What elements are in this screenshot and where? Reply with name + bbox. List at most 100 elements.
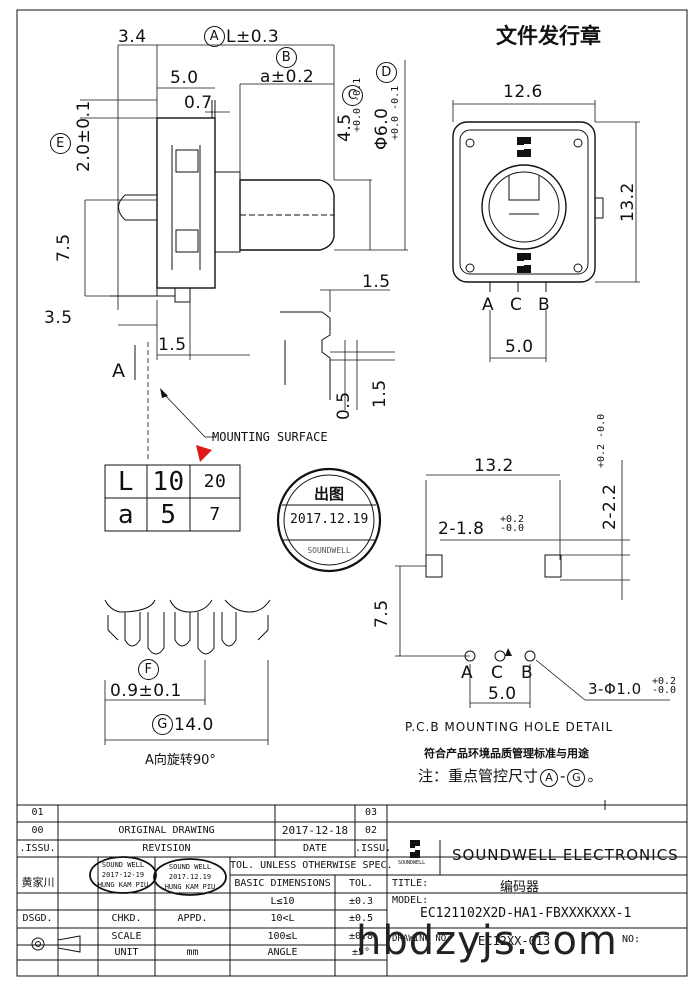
dim-7-5-side: 7.5 <box>54 233 74 262</box>
stamp2-line1: SOUND WELL <box>168 863 212 871</box>
tol-row-val: ±0.3 <box>348 896 374 907</box>
dsgd-label: DSGD. <box>22 913 53 924</box>
bottom-view <box>104 599 271 745</box>
dim-D-marker: D <box>376 62 397 83</box>
dim-13-2: 13.2 <box>618 182 638 222</box>
outer-border <box>16 9 688 977</box>
stamp1-line2: 2017-12-19 <box>101 871 145 879</box>
dim-12-6: 12.6 <box>503 82 543 102</box>
env-note: 符合产品环境品质管理标准与用途 <box>424 747 589 760</box>
tol-row-val: ±5° <box>351 947 371 958</box>
tol-label: TOL. <box>348 878 374 889</box>
tol-row-dim: ANGLE <box>267 947 298 958</box>
la-table-cell: 7 <box>209 504 221 525</box>
stamp2-line2: 2017.12.19 <box>168 873 212 881</box>
rotate-note: A向旋转90° <box>145 753 216 768</box>
pcb-dim-5-0: 5.0 <box>488 684 517 704</box>
revision-label: REVISION <box>142 843 191 854</box>
stamp2-line3: HUNG KAM PIU <box>164 883 216 891</box>
pcb-slot-v: 2-2.2 <box>600 483 620 531</box>
tol-row-dim: L≤10 <box>270 896 295 907</box>
dim-C-tol: +0.0 -0.1 <box>352 77 363 132</box>
pcb-slot-v-tol: +0.2 -0.0 <box>596 413 607 468</box>
dim-0-7: 0.7 <box>184 93 213 113</box>
unit-mm: mm <box>186 947 199 958</box>
pcb-pin-A: A <box>461 663 474 683</box>
dim-B-marker: B <box>276 47 297 68</box>
rev-issu: .ISSU. <box>19 843 56 854</box>
key-dims-dash: - <box>560 767 566 785</box>
pcb-detail-lines <box>395 460 670 708</box>
pcb-slot-tol: +0.2 -0.0 <box>500 514 525 534</box>
title-value: 编码器 <box>500 880 540 895</box>
dim-3-5: 3.5 <box>44 308 73 328</box>
front-dim-5-0: 5.0 <box>505 337 534 357</box>
tol-row-dim: 10<L <box>270 913 295 924</box>
mounting-arrow-red <box>196 445 212 462</box>
front-pin-B: B <box>538 295 551 315</box>
dim-D-value: Φ6.0 <box>372 107 392 150</box>
la-table-cell: 20 <box>203 471 227 492</box>
stamp1-line3: HUNG KAM PIU <box>97 881 149 889</box>
dim-E-marker: E <box>50 133 71 154</box>
dim-D-tol: +0.0 -0.1 <box>390 85 401 140</box>
date-label: DATE <box>302 843 328 854</box>
dim-F-value: 0.9±0.1 <box>110 681 182 701</box>
dim-1-5-detail: 1.5 <box>362 272 391 292</box>
front-pin-A: A <box>482 295 495 315</box>
pcb-holes: 3-Φ1.0 <box>588 680 642 698</box>
dim-1-5-side: 1.5 <box>158 335 187 355</box>
round-stamp-date: 2017.12.19 <box>290 512 369 527</box>
logo-text: SOUNDWELL <box>398 860 426 866</box>
dim-5-0: 5.0 <box>170 68 199 88</box>
mounting-surface-label: MOUNTING SURFACE <box>212 430 328 444</box>
pcb-holes-tol: +0.2 -0.0 <box>652 676 677 696</box>
original-drawing: ORIGINAL DRAWING <box>118 825 215 836</box>
title-label: TITLE: <box>392 878 429 889</box>
dim-1-5-v: 1.5 <box>370 379 390 408</box>
round-stamp-bottom: SOUNDWELL <box>307 546 351 555</box>
view-arrow-A: A <box>112 360 126 382</box>
side-view <box>110 100 335 303</box>
dim-A-value: L±0.3 <box>226 27 280 47</box>
pcb-dim-13-2: 13.2 <box>474 456 514 476</box>
pcb-pin-C: C <box>491 663 504 683</box>
title-block-grid <box>17 800 687 976</box>
dim-C-marker: C <box>342 85 363 106</box>
dim-G-value: 14.0 <box>174 715 214 735</box>
chkd-label: CHKD. <box>111 913 142 924</box>
rev-02: 02 <box>364 825 378 836</box>
rev-date: 2017-12-18 <box>281 824 349 837</box>
watermark: hbdzyjs.com <box>356 918 618 964</box>
dim-3-4: 3.4 <box>118 27 147 47</box>
basic-dims: BASIC DIMENSIONS <box>234 878 331 889</box>
pcb-slot: 2-1.8 <box>438 519 485 539</box>
la-table-cell: a <box>117 500 135 530</box>
front-view <box>452 100 640 362</box>
round-stamp-ring <box>276 467 382 573</box>
round-stamp-title: 出图 <box>313 485 344 503</box>
la-table-cell: 10 <box>152 467 185 497</box>
dim-A-marker: A <box>204 26 225 47</box>
la-table-cell: L <box>117 467 135 497</box>
front-pin-C: C <box>510 295 523 315</box>
no-label: NO: <box>622 934 641 945</box>
dim-0-5: 0.5 <box>334 391 354 420</box>
dim-G-marker: G <box>152 714 173 735</box>
tol-row-val: ±0.8 <box>348 931 374 942</box>
rev-issu-right: .ISSU. <box>355 843 392 854</box>
tol-row-val: ±0.5 <box>348 913 374 924</box>
key-dims-prefix: 注：重点管控尺寸 <box>418 767 539 785</box>
model-label: MODEL: <box>392 895 429 906</box>
drawing-value: EC12XX-013 <box>478 934 551 948</box>
tol-header: TOL. UNLESS OTHERWISE SPEC. <box>230 860 393 871</box>
tol-row-dim: 100≤L <box>267 931 298 942</box>
unit-label: UNIT <box>114 947 139 958</box>
pcb-pin-B: B <box>521 663 534 683</box>
rev-00: 00 <box>31 825 44 836</box>
pcb-dim-7-5: 7.5 <box>372 599 392 628</box>
appd-label: APPD. <box>177 913 208 924</box>
rev-03: 03 <box>364 807 378 818</box>
